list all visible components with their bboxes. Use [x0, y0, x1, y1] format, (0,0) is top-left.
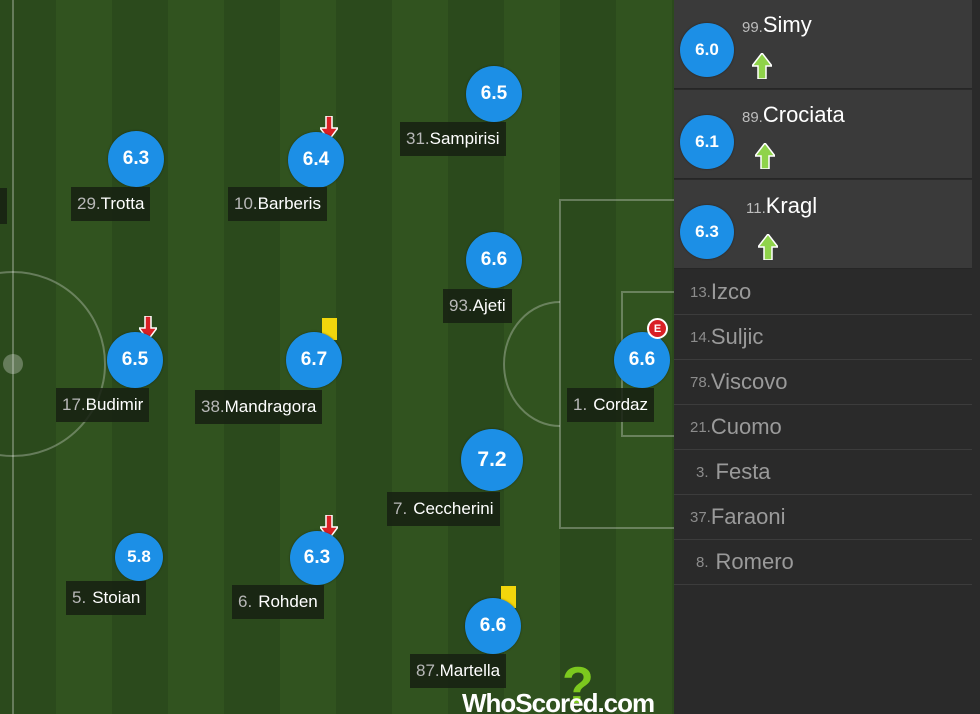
- player-name: Faraoni: [710, 504, 786, 529]
- player-name: Barberis: [257, 194, 321, 213]
- player-rating: 6.3: [108, 131, 164, 187]
- player-name: Cuomo: [710, 414, 782, 439]
- player-label: 1. Cordaz: [567, 388, 654, 422]
- sub-name: 99.Simy: [742, 12, 812, 38]
- player-number: 29.: [77, 194, 101, 213]
- player-name: Ceccherini: [413, 499, 494, 518]
- arrow-up-icon: [758, 234, 778, 260]
- player-rating: 6.6: [465, 598, 521, 654]
- player-number: 1.: [573, 395, 588, 414]
- player-number: 87.: [416, 661, 440, 680]
- player-label: 31.Sampirisi: [400, 122, 506, 156]
- player-rating: 6.3: [290, 531, 344, 585]
- player-rating: 6.5: [466, 66, 522, 122]
- player-name: Crociata: [762, 102, 845, 127]
- player-number: 37.: [690, 508, 711, 526]
- player-rating: 6.7: [286, 332, 342, 388]
- player-number: 38.: [201, 397, 225, 416]
- player-label: 29.Trotta: [71, 187, 151, 221]
- player-rating: 6.6: [466, 232, 522, 288]
- player-name: Kragl: [765, 193, 818, 218]
- bench-row-viscovo[interactable]: 78.Viscovo: [674, 360, 972, 405]
- player-number: 10.: [234, 194, 258, 213]
- player-number: 21.: [690, 418, 711, 436]
- logo-text: WhoScored.com: [462, 688, 655, 714]
- player-number: 7.: [393, 499, 408, 518]
- pitch: 6.3 29.Trotta 6.4 10.Barberis 6.5 31.Sam…: [0, 0, 674, 714]
- sub-row-kragl[interactable]: 6.3 11.Kragl: [674, 180, 972, 269]
- player-name: Stoian: [92, 588, 141, 607]
- sub-name: 11.Kragl: [746, 193, 817, 219]
- player-name: Rohden: [258, 592, 318, 611]
- bench-row-romero[interactable]: 8. Romero: [674, 540, 972, 585]
- arrow-up-icon: [755, 143, 775, 169]
- player-rating: 5.8: [115, 533, 163, 581]
- sub-name: 89.Crociata: [742, 102, 845, 128]
- player-number: 31.: [406, 129, 430, 148]
- player-number: 13.: [690, 283, 711, 301]
- player-label: 17.Budimir: [56, 388, 150, 422]
- player-number: 17.: [62, 395, 86, 414]
- player-name: Cordaz: [593, 395, 648, 414]
- player-label: 5. Stoian: [66, 581, 147, 615]
- player-label: 87.Martella: [410, 654, 507, 688]
- player-name: Romero: [715, 549, 794, 574]
- player-name: Viscovo: [710, 369, 788, 394]
- player-number: 14.: [690, 328, 711, 346]
- player-number: 5.: [72, 588, 87, 607]
- player-rating: 7.2: [461, 429, 523, 491]
- whoscored-logo: ? WhoScored.com: [462, 660, 672, 714]
- bench-row-cuomo[interactable]: 21.Cuomo: [674, 405, 972, 450]
- player-rating: 6.4: [288, 132, 344, 188]
- player-number: 99.: [742, 19, 763, 36]
- player-name: Sampirisi: [429, 129, 500, 148]
- bench-row-festa[interactable]: 3. Festa: [674, 450, 972, 495]
- player-name: Festa: [715, 459, 771, 484]
- player-number: 8.: [696, 553, 709, 571]
- player-number: 89.: [742, 109, 763, 126]
- player-label: 10.Barberis: [228, 187, 327, 221]
- player-name: Martella: [439, 661, 501, 680]
- e-badge-icon: E: [647, 318, 668, 339]
- player-label: 7. Ceccherini: [387, 492, 500, 526]
- bench-row-suljic[interactable]: 14.Suljic: [674, 315, 972, 360]
- player-label: 38.Mandragora: [195, 390, 323, 424]
- player-name: Izco: [710, 279, 752, 304]
- player-number: 11.: [746, 200, 766, 217]
- substitutes-panel: 6.0 99.Simy 6.1 89.Crociata 6.3 11.Kragl…: [674, 0, 980, 714]
- bench-row-faraoni[interactable]: 37.Faraoni: [674, 495, 972, 540]
- player-number: 78.: [690, 373, 711, 391]
- player-rating: 6.3: [680, 205, 734, 259]
- player-number: 93.: [449, 296, 473, 315]
- player-name: Simy: [762, 12, 812, 37]
- player-name: Ajeti: [472, 296, 506, 315]
- pitch-markings: [0, 0, 674, 714]
- arrow-up-icon: [752, 53, 772, 79]
- player-rating: 6.6: [614, 332, 670, 388]
- player-name: Trotta: [100, 194, 145, 213]
- logo-mark: ?: [562, 657, 594, 714]
- player-number: 3.: [696, 463, 709, 481]
- player-label: 93.Ajeti: [443, 289, 512, 323]
- player-rating: 6.1: [680, 115, 734, 169]
- player-name: Mandragora: [224, 397, 317, 416]
- player-rating: 6.5: [107, 332, 163, 388]
- player-label: 6. Rohden: [232, 585, 324, 619]
- sub-row-simy[interactable]: 6.0 99.Simy: [674, 0, 972, 89]
- player-name: Budimir: [85, 395, 144, 414]
- player-rating: 6.0: [680, 23, 734, 77]
- bench-row-izco[interactable]: 13.Izco: [674, 270, 972, 315]
- player-name: Suljic: [710, 324, 764, 349]
- player-number: 6.: [238, 592, 253, 611]
- sub-row-crociata[interactable]: 6.1 89.Crociata: [674, 90, 972, 179]
